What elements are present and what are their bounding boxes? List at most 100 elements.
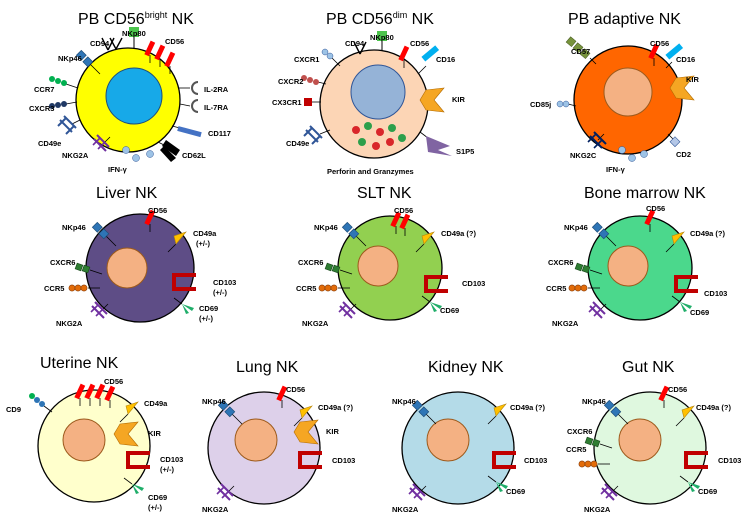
cd94-receptor <box>353 41 367 55</box>
label-cd56: CD56 <box>410 39 429 48</box>
nucleus <box>607 245 649 287</box>
label-cd69-qualifier: (+/-) <box>148 503 162 512</box>
label-nkg2a: NKG2A <box>552 319 579 328</box>
label-ccr5: CCR5 <box>546 284 566 293</box>
nucleus <box>350 64 406 120</box>
label-cd56: CD56 <box>646 204 665 213</box>
panel-uterine: Uterine NK CD9 CD56 CD49a KIR CD103 (+/-… <box>6 355 183 512</box>
label-cd56: CD56 <box>286 385 305 394</box>
label-cd57: CD57 <box>571 47 590 56</box>
label-cd56: CD56 <box>394 206 413 215</box>
label-cd69: CD69 <box>199 304 218 313</box>
label-cd49a: CD49a (?) <box>510 403 546 412</box>
label-cd49a: CD49a (?) <box>441 229 477 238</box>
label-cd103: CD103 <box>704 289 727 298</box>
label-cd16: CD16 <box>676 55 695 64</box>
label-cd69: CD69 <box>148 493 167 502</box>
label-cd69: CD69 <box>698 487 717 496</box>
label-cd85j: CD85j <box>530 100 551 109</box>
label-cd49a: CD49a (?) <box>696 403 732 412</box>
cd94-receptor <box>101 37 123 51</box>
label-perforin-granzymes: Perforin and Granzymes <box>327 167 414 176</box>
label-nkg2c: NKG2C <box>570 151 597 160</box>
nucleus <box>603 67 653 117</box>
label-nkp46: NKp46 <box>392 397 416 406</box>
label-il7ra: IL-7RA <box>204 103 229 112</box>
label-cd49a: CD49a (?) <box>318 403 354 412</box>
label-cxcr6: CXCR6 <box>548 258 573 267</box>
panel-lung: Lung NK NKp46 CD56 CD49a (?) KIR CD103 N… <box>202 359 355 514</box>
label-nkg2a: NKG2A <box>202 505 229 514</box>
label-kir: KIR <box>148 429 162 438</box>
cx3cr1-receptor <box>304 98 321 106</box>
label-cd49a: CD49a <box>144 399 168 408</box>
cd9-receptor <box>29 393 53 413</box>
label-cd103: CD103 <box>462 279 485 288</box>
ifng-granules <box>618 146 648 162</box>
label-kir: KIR <box>452 95 466 104</box>
nucleus <box>106 247 148 289</box>
cd85j-receptor <box>556 100 577 108</box>
label-nkp46: NKp46 <box>62 223 86 232</box>
label-cd69-qualifier: (+/-) <box>199 314 213 323</box>
label-cxcr6: CXCR6 <box>298 258 323 267</box>
label-cd49e: CD49e <box>286 139 309 148</box>
panel-pb-cd56-bright: PB CD56bright NK NKp46 CD94 NKp80 CD56 C… <box>29 10 231 174</box>
label-cd103: CD103 <box>332 456 355 465</box>
label-ccr7: CCR7 <box>34 85 54 94</box>
panel-pb-cd56-dim: PB CD56dim NK CXCR1 CD94 NKp80 CD56 CD16… <box>272 10 474 176</box>
panel-title: Gut NK <box>622 359 675 376</box>
label-cd49a-qualifier: (+/-) <box>196 239 210 248</box>
label-ccr5: CCR5 <box>44 284 64 293</box>
label-cd56: CD56 <box>165 37 184 46</box>
label-cd49a: CD49a (?) <box>690 229 726 238</box>
panel-title: Uterine NK <box>40 355 119 372</box>
ifng-granules <box>122 146 154 162</box>
label-cd69: CD69 <box>690 308 709 317</box>
nucleus <box>357 245 399 287</box>
cxcr3-receptor <box>49 101 78 109</box>
cd16-receptor <box>665 43 684 69</box>
label-cd62l: CD62L <box>182 151 206 160</box>
nucleus <box>105 67 163 125</box>
panel-kidney: Kidney NK NKp46 CD49a (?) CD103 CD69 NKG… <box>392 359 547 514</box>
label-cd56: CD56 <box>650 39 669 48</box>
cd117-receptor <box>171 125 202 138</box>
il2ra-receptor <box>178 81 199 95</box>
label-ccr5: CCR5 <box>566 445 586 454</box>
label-cxcr6: CXCR6 <box>567 427 592 436</box>
label-cd103: CD103 <box>160 455 183 464</box>
label-cxcr2: CXCR2 <box>278 77 303 86</box>
cxcr2-receptor <box>301 75 327 85</box>
s1p5-receptor <box>419 131 452 156</box>
label-cxcr3: CXCR3 <box>29 104 54 113</box>
label-nkg2a: NKG2A <box>56 319 83 328</box>
cd62l-receptor <box>157 140 180 162</box>
label-nkg2a: NKG2A <box>584 505 611 514</box>
cd16-receptor <box>417 45 440 75</box>
cd49e-receptor <box>57 115 81 135</box>
label-cd94: CD94 <box>90 39 110 48</box>
label-cd103: CD103 <box>718 456 741 465</box>
panel-title: PB CD56dim NK <box>326 10 434 28</box>
panel-title: Bone marrow NK <box>584 185 706 202</box>
panel-liver: Liver NK NKp46 CD56 CD49a (+/-) CXCR6 CC… <box>44 185 236 328</box>
label-cd103-qualifier: (+/-) <box>213 288 227 297</box>
ccr7-receptor <box>49 76 79 89</box>
label-nkp46: NKp46 <box>58 54 82 63</box>
panel-bone-marrow: Bone marrow NK NKp46 CD56 CD49a (?) CXCR… <box>546 185 727 328</box>
nkp80-receptor <box>129 27 139 48</box>
label-cd49e: CD49e <box>38 139 61 148</box>
panel-gut: Gut NK NKp46 CD56 CD49a (?) CXCR6 CCR5 C… <box>566 359 741 514</box>
cd49e-receptor <box>303 125 331 145</box>
label-cd94: CD94 <box>345 39 365 48</box>
label-cd117: CD117 <box>208 129 231 138</box>
label-cd49a: CD49a <box>193 229 217 238</box>
label-cd103: CD103 <box>524 456 547 465</box>
panel-title: Kidney NK <box>428 359 504 376</box>
label-nkg2a: NKG2A <box>62 151 89 160</box>
label-cd16: CD16 <box>436 55 455 64</box>
label-cd56: CD56 <box>104 377 123 386</box>
label-nkg2a: NKG2A <box>392 505 419 514</box>
label-cxcr1: CXCR1 <box>294 55 319 64</box>
